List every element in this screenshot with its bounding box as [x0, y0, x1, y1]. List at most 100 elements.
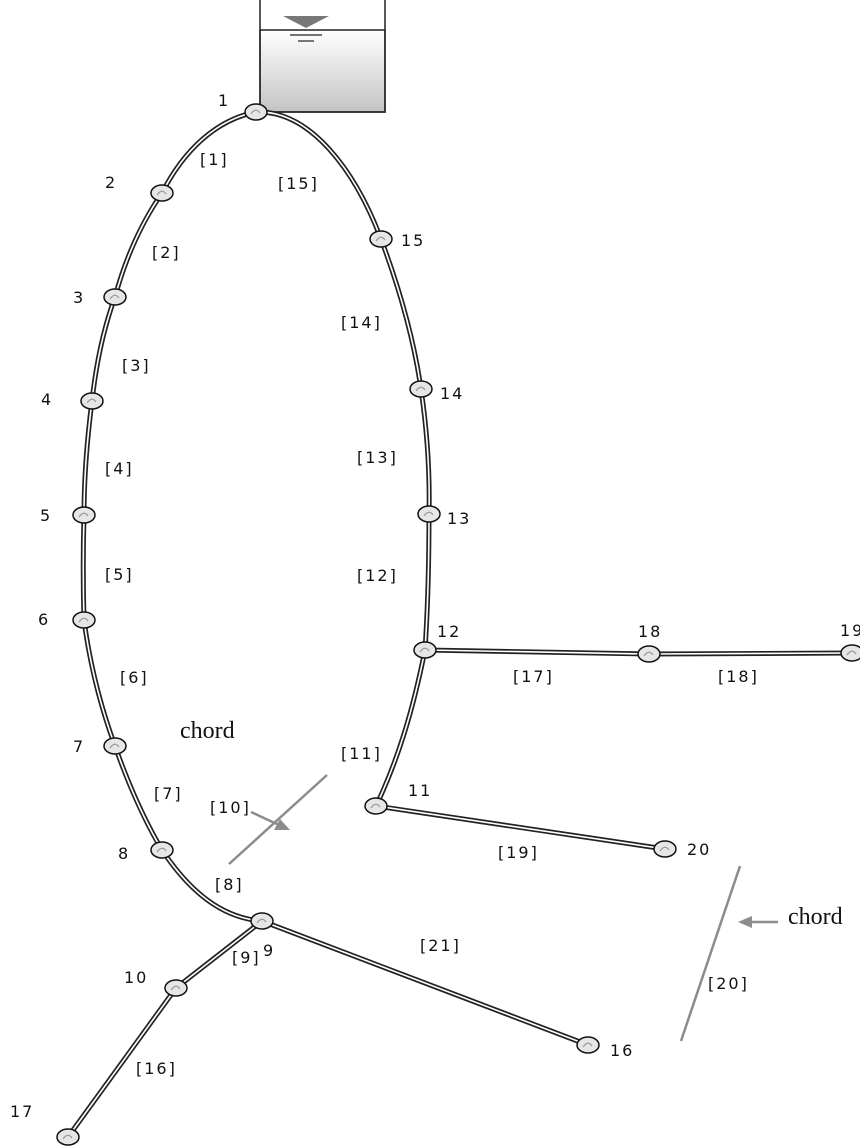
- node-17: [56, 1128, 80, 1146]
- node-junction-icon: [417, 505, 441, 523]
- pipe-bore: [424, 649, 650, 655]
- pipe-3: [89, 294, 118, 404]
- pipe-label-17: [17]: [513, 667, 554, 686]
- node-shading: [170, 985, 181, 991]
- pipe-label-1: [1]: [200, 150, 229, 169]
- chord-line-10: [228, 774, 328, 865]
- chord-arrowhead-10: [274, 819, 290, 830]
- reservoir-tank: [259, 0, 386, 113]
- node-junction-icon: [409, 380, 433, 398]
- pipe-label-9: [9]: [232, 948, 261, 967]
- node-20: [653, 840, 677, 858]
- pipe-outline: [81, 398, 95, 518]
- node-shading: [156, 190, 167, 196]
- chord-arrowhead-20: [738, 916, 752, 928]
- node-label-16: 16: [610, 1041, 634, 1060]
- node-junction-icon: [72, 611, 96, 629]
- node-junction-icon: [637, 645, 661, 663]
- node-shading: [419, 647, 430, 653]
- node-junction-icon: [164, 979, 188, 997]
- chords-layer: chord chord: [180, 718, 843, 1042]
- pipe-bore: [648, 652, 853, 655]
- pipe-label-19: [19]: [498, 843, 539, 862]
- pipe-outline: [89, 294, 118, 404]
- node-12: [413, 641, 437, 659]
- pipe-bore: [420, 388, 430, 515]
- pipe-label-8: [8]: [215, 875, 244, 894]
- node-label-2: 2: [105, 173, 117, 192]
- pipe-bore: [175, 920, 263, 989]
- pipe-1: [159, 109, 259, 196]
- pipe-bore: [380, 238, 422, 390]
- node-11: [364, 797, 388, 815]
- node-13: [417, 505, 441, 523]
- node-label-6: 6: [38, 610, 50, 629]
- node-label-1: 1: [218, 91, 230, 110]
- pipe-14: [378, 236, 424, 392]
- pipe-label-6: [6]: [120, 668, 149, 687]
- pipe-15: [253, 109, 384, 242]
- reservoir-water: [259, 29, 386, 113]
- node-5: [72, 506, 96, 524]
- node-3: [103, 288, 127, 306]
- pipe-outline: [159, 847, 265, 924]
- node-shading: [250, 109, 261, 115]
- pipe-bore: [114, 745, 163, 851]
- node-label-3: 3: [73, 288, 85, 307]
- node-label-19: 19: [840, 621, 860, 640]
- node-junction-icon: [364, 797, 388, 815]
- pipe-bore: [91, 296, 116, 402]
- node-junction-icon: [413, 641, 437, 659]
- node-shading: [643, 651, 654, 657]
- node-junction-icon: [576, 1036, 600, 1054]
- chord-label: chord: [180, 718, 235, 744]
- node-junction-icon: [56, 1128, 80, 1146]
- pipe-bore: [424, 513, 430, 651]
- pipe-4: [81, 398, 95, 518]
- node-4: [80, 392, 104, 410]
- pipe-label-2: [2]: [152, 243, 181, 262]
- node-junction-icon: [840, 644, 860, 662]
- pipe-9: [173, 918, 265, 991]
- node-shading: [78, 512, 89, 518]
- pipe-bore: [114, 192, 163, 298]
- pipe-label-3: [3]: [122, 356, 151, 375]
- pipe-bore: [82, 514, 85, 621]
- pipe-6: [81, 617, 118, 749]
- node-junction-icon: [72, 506, 96, 524]
- node-18: [637, 645, 661, 663]
- pipe-bore: [67, 987, 177, 1138]
- pipe-label-16: [16]: [136, 1059, 177, 1078]
- node-shading: [78, 617, 89, 623]
- node-label-4: 4: [41, 390, 53, 409]
- chord-line-20: [679, 865, 742, 1042]
- node-junction-icon: [369, 230, 393, 248]
- node-label-11: 11: [408, 781, 432, 800]
- nodes-layer: [56, 103, 860, 1146]
- reservoir-walls: [259, 0, 386, 113]
- pipe-16: [65, 985, 179, 1140]
- node-shading: [423, 511, 434, 517]
- pipe-bore: [83, 619, 116, 747]
- node-2: [150, 184, 174, 202]
- pipe-8: [159, 847, 265, 924]
- pipe-17: [422, 647, 652, 657]
- pipe-outline: [378, 236, 424, 392]
- node-8: [150, 841, 174, 859]
- node-shading: [375, 236, 386, 242]
- node-shading: [256, 918, 267, 924]
- node-shading: [415, 386, 426, 392]
- chord-label: chord: [788, 904, 843, 930]
- pipe-label-12: [12]: [357, 566, 398, 585]
- pipe-18: [646, 650, 855, 657]
- pipe-label-18: [18]: [718, 667, 759, 686]
- pipe-label-13: [13]: [357, 448, 398, 467]
- pipe-bore: [161, 849, 263, 922]
- pipe-bore: [261, 920, 589, 1046]
- node-label-14: 14: [440, 384, 464, 403]
- node-shading: [62, 1134, 73, 1140]
- pipe-bore: [83, 400, 93, 516]
- pipe-label-20: [20]: [708, 974, 749, 993]
- pipe-label-5: [5]: [105, 565, 134, 584]
